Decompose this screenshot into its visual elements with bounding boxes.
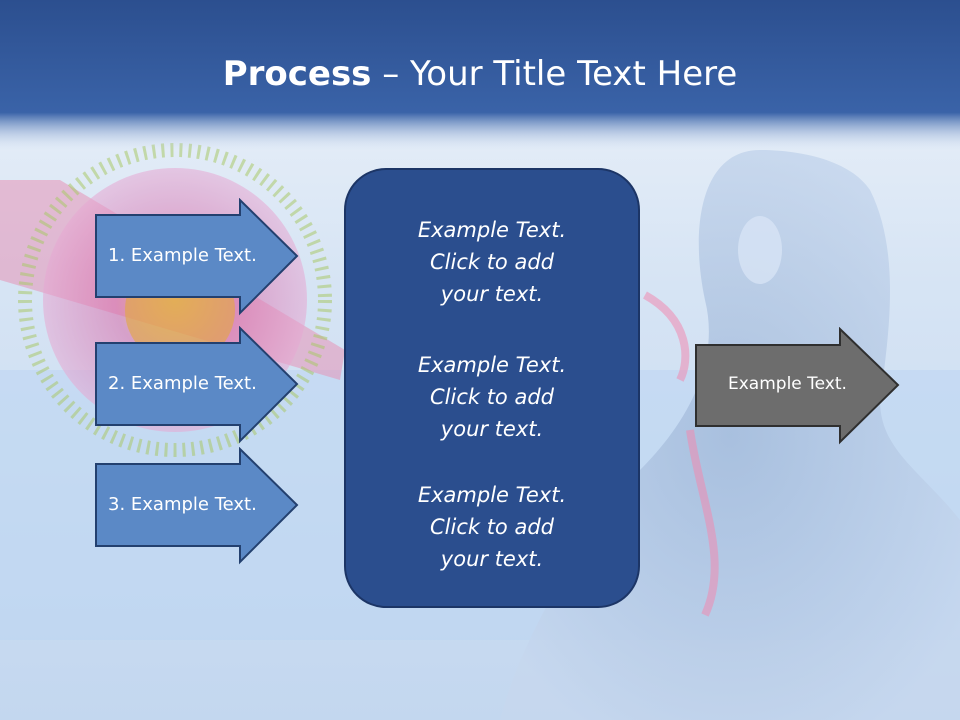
process-step-3-label: 3. Example Text.	[108, 494, 257, 515]
process-step-3-arrow[interactable]: 3. Example Text.	[94, 447, 300, 565]
center-text-block-1[interactable]: Example Text. Click to add your text.	[346, 214, 638, 310]
process-step-1-label: 1. Example Text.	[108, 245, 257, 266]
slide-title[interactable]: Process – Your Title Text Here	[0, 52, 960, 96]
title-bold-part: Process	[222, 54, 372, 94]
block-line: Example Text.	[417, 483, 567, 507]
process-step-2-label: 2. Example Text.	[108, 373, 257, 394]
arrow-shape	[95, 326, 299, 444]
block-line: your text.	[440, 417, 544, 441]
result-arrow[interactable]: Example Text.	[694, 327, 902, 445]
center-text-box[interactable]: Example Text. Click to add your text. Ex…	[344, 168, 640, 608]
result-arrow-label: Example Text.	[728, 374, 847, 394]
block-line: Example Text.	[417, 353, 567, 377]
process-step-2-arrow[interactable]: 2. Example Text.	[94, 326, 300, 444]
arrow-shape	[95, 447, 299, 565]
center-text-block-3[interactable]: Example Text. Click to add your text.	[346, 479, 638, 575]
center-text-block-2[interactable]: Example Text. Click to add your text.	[346, 349, 638, 445]
arrow-shape	[695, 327, 900, 445]
process-step-1-arrow[interactable]: 1. Example Text.	[94, 198, 300, 316]
block-line: Click to add	[429, 515, 554, 539]
arrow-shape	[95, 198, 299, 316]
block-line: Example Text.	[417, 218, 567, 242]
block-line: Click to add	[429, 385, 554, 409]
title-rest-part: – Your Title Text Here	[371, 54, 738, 94]
block-line: Click to add	[429, 250, 554, 274]
block-line: your text.	[440, 282, 544, 306]
block-line: your text.	[440, 547, 544, 571]
title-bar	[0, 0, 960, 150]
